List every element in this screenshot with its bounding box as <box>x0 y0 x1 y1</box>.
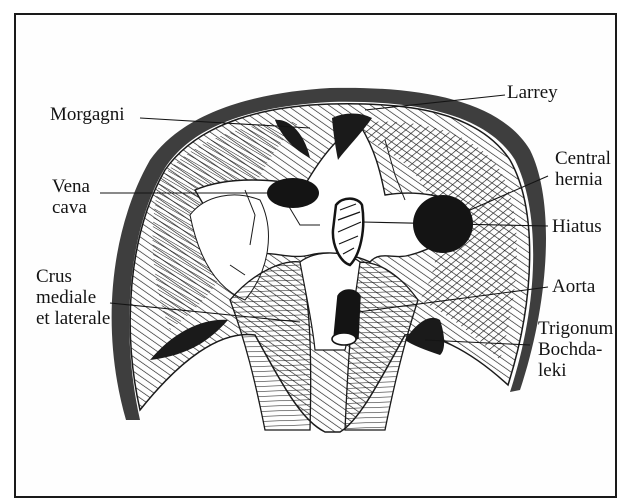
label-trigonum-line1: Trigonum <box>538 318 613 339</box>
label-trigonum-line2: Bochda- <box>538 339 613 360</box>
label-larrey: Larrey <box>507 82 558 103</box>
label-vena-cava-line1: Vena <box>52 176 90 197</box>
label-trigonum: Trigonum Bochda- leki <box>538 318 613 381</box>
label-morgagni: Morgagni <box>50 104 125 125</box>
label-trigonum-line3: leki <box>538 360 613 381</box>
label-vena-cava-line2: cava <box>52 197 90 218</box>
label-central-hernia-line1: Central <box>555 148 611 169</box>
label-central-hernia-line2: hernia <box>555 169 611 190</box>
label-crus-line1: Crus <box>36 266 110 287</box>
label-aorta: Aorta <box>552 276 595 297</box>
label-crus: Crus mediale et laterale <box>36 266 110 329</box>
label-hiatus: Hiatus <box>552 216 602 237</box>
label-central-hernia: Central hernia <box>555 148 611 190</box>
label-crus-line3: et laterale <box>36 308 110 329</box>
crus-left <box>230 262 311 430</box>
label-crus-line2: mediale <box>36 287 110 308</box>
label-vena-cava: Vena cava <box>52 176 90 218</box>
vena-cava-opening <box>267 178 319 208</box>
aorta-cut-end <box>332 333 356 345</box>
